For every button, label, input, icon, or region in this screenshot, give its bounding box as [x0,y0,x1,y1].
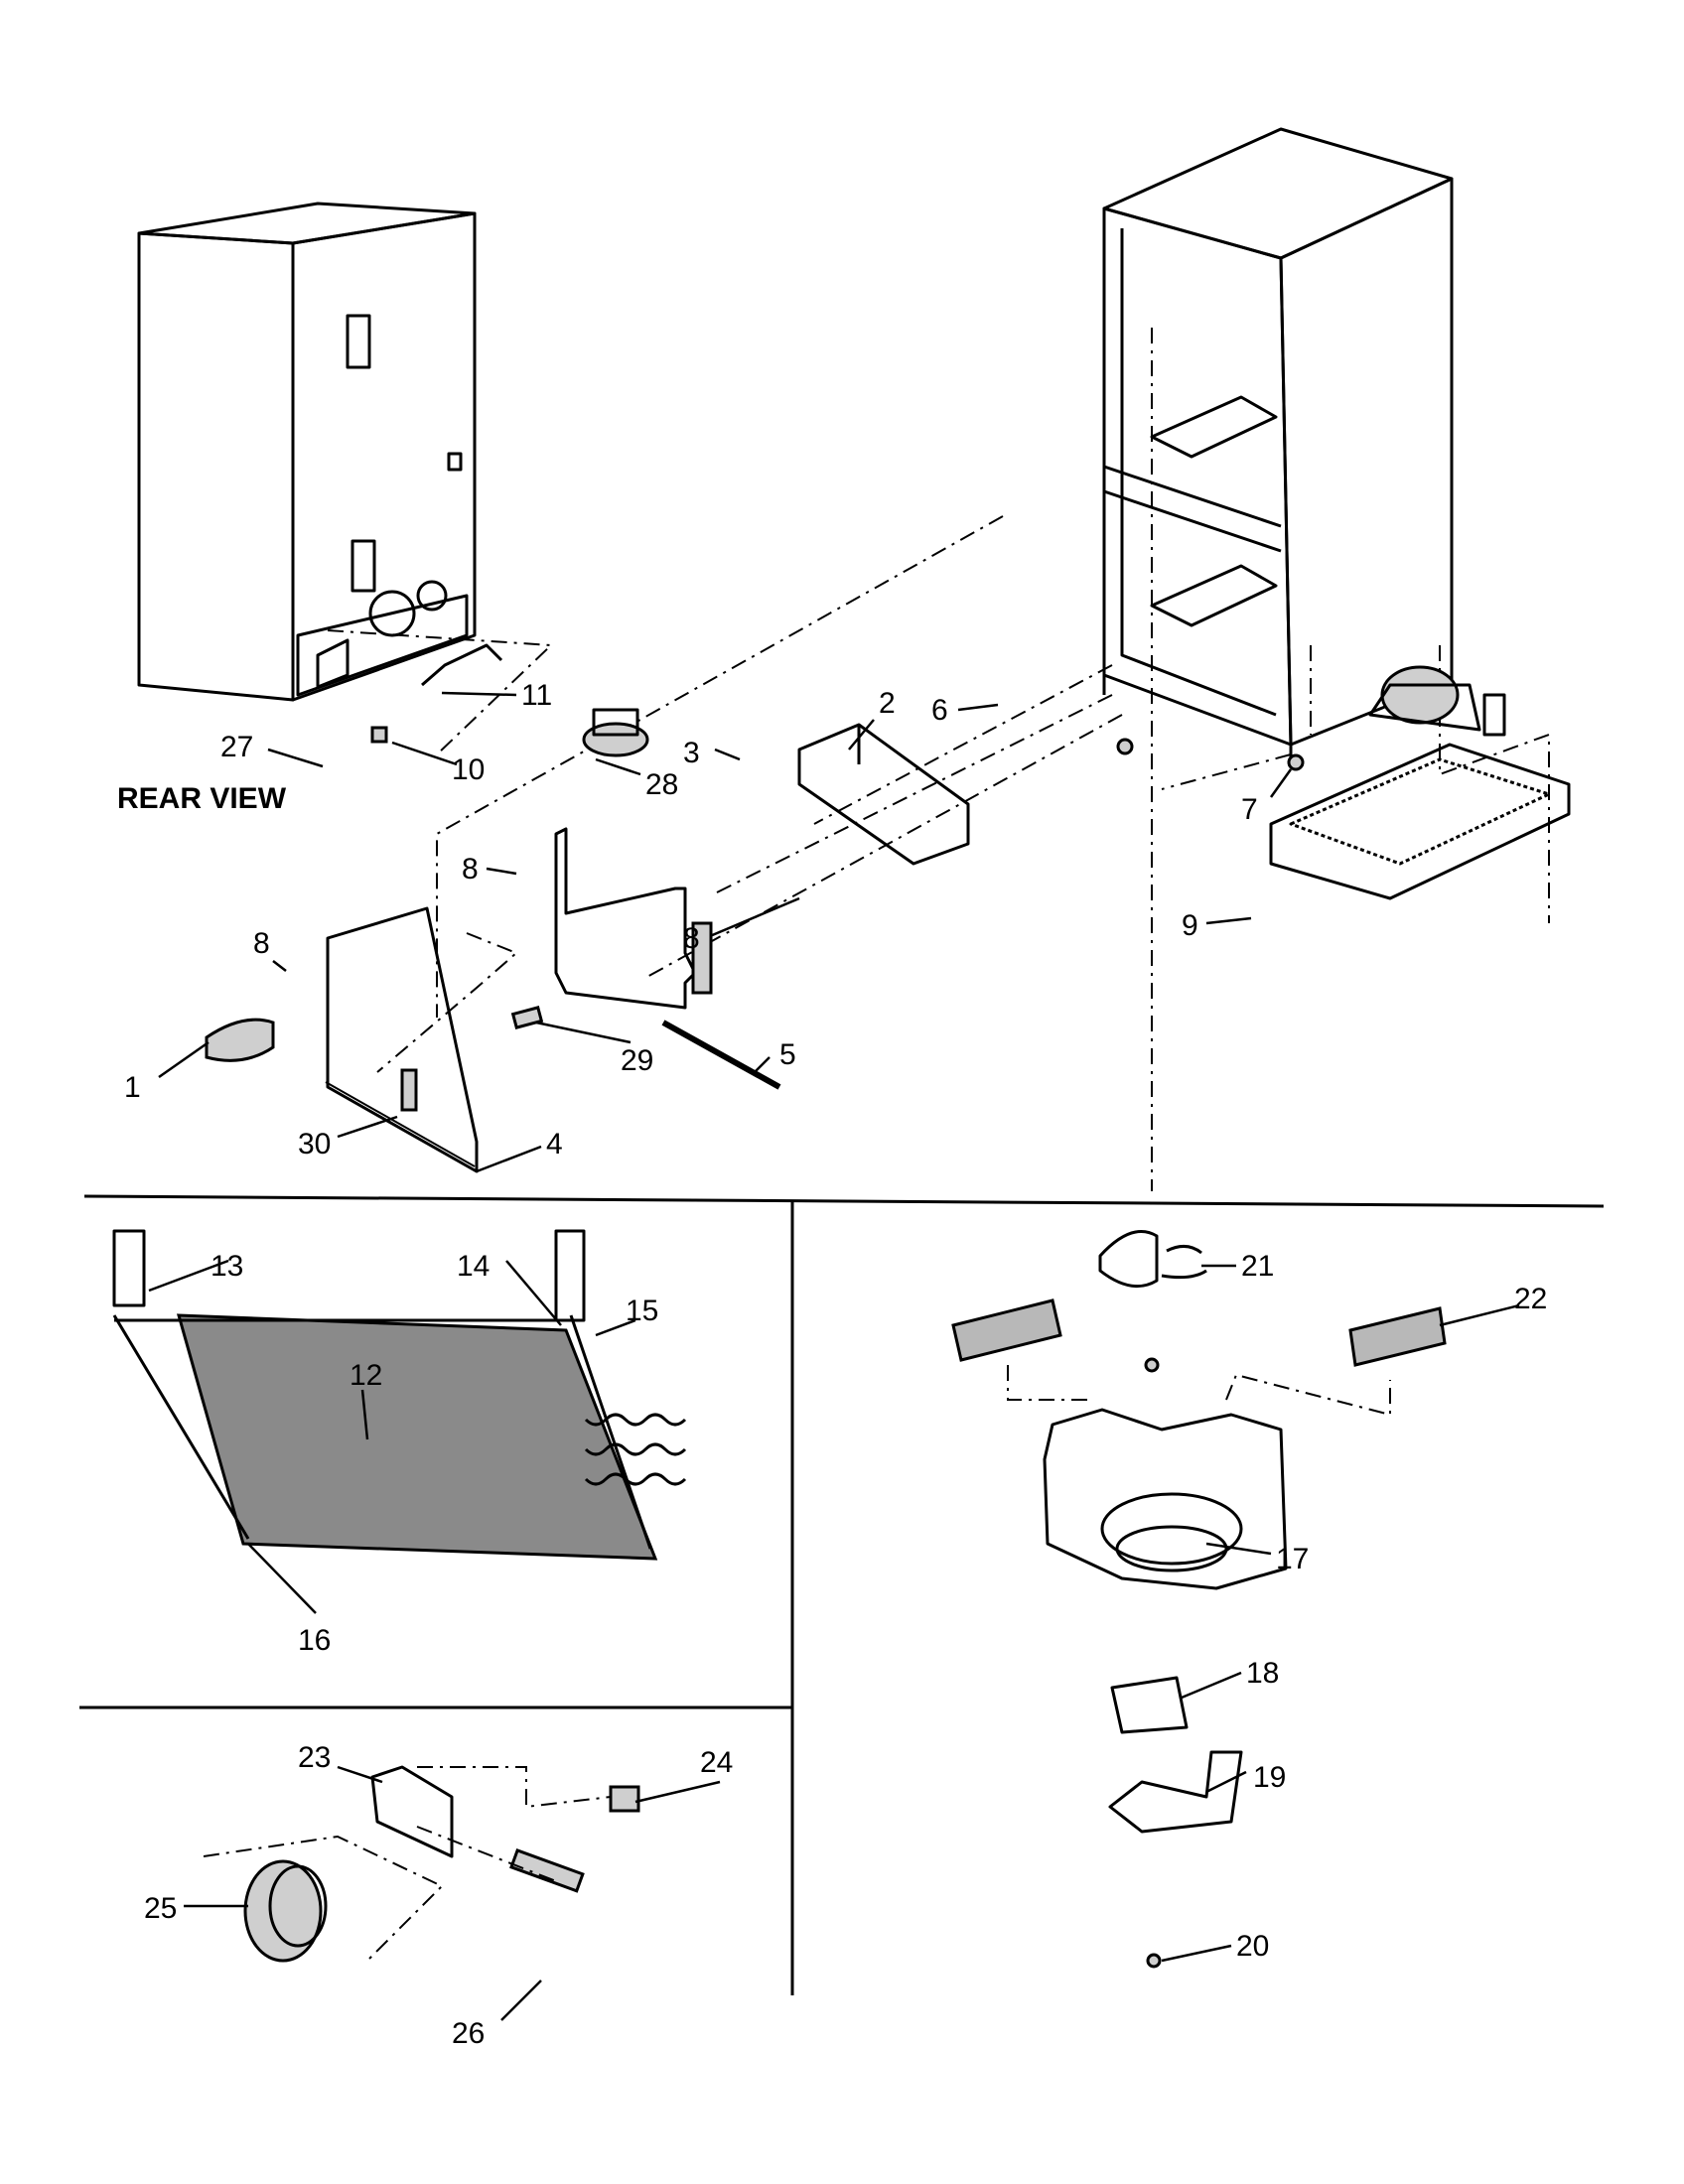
callout-numbers: 1 2 3 4 5 6 7 8 8 8 9 10 11 12 13 14 15 … [124,679,1547,2050]
section-dividers [79,1194,1605,1995]
callout-7: 7 [1241,793,1258,826]
callout-6: 6 [931,694,948,727]
callout-8c: 8 [253,927,270,960]
callout-17: 17 [1276,1543,1309,1575]
callout-2: 2 [879,687,896,720]
callout-9: 9 [1182,909,1198,942]
callout-10: 10 [452,753,485,786]
callout-8b: 8 [683,922,700,955]
caster-part-7 [1287,753,1305,771]
callout-5: 5 [779,1038,796,1071]
callout-29: 29 [621,1044,653,1077]
callout-30: 30 [298,1128,331,1160]
cover-part-2 [797,723,970,866]
part-30 [400,1068,418,1112]
callout-4: 4 [546,1128,563,1160]
callout-26: 26 [452,2017,485,2050]
condenser-coil [112,1229,687,1561]
cabinet-front [1102,127,1454,759]
view-label: REAR VIEW [117,782,287,815]
callout-20: 20 [1236,1930,1269,1963]
cabinet-rear-view [137,202,477,702]
grille-part-1 [205,1018,275,1062]
assembly-lines [327,328,1550,1191]
bracket-part-8-upper [554,827,713,1010]
compressor-base [1269,665,1571,900]
callout-11: 11 [521,679,552,712]
callout-14: 14 [457,1250,490,1283]
callout-22: 22 [1514,1283,1547,1315]
leader-lines [148,691,1520,2021]
callout-3: 3 [683,737,700,769]
callout-21: 21 [1241,1250,1274,1283]
callout-1: 1 [124,1071,141,1104]
callout-24: 24 [700,1746,733,1779]
callout-28: 28 [645,768,678,801]
callout-19: 19 [1253,1761,1286,1794]
callout-27: 27 [220,731,253,763]
callout-25: 25 [144,1892,177,1925]
bracket-part-4 [325,906,479,1173]
callout-12: 12 [350,1359,382,1392]
rod-part-5 [661,1020,781,1090]
callout-16: 16 [298,1624,331,1657]
tube-part-11 [421,643,503,687]
fan-part-28 [582,708,649,757]
callout-8a: 8 [462,853,479,886]
clip-part-10 [370,726,388,744]
callout-15: 15 [626,1295,658,1327]
caster-assembly [203,1765,640,1963]
callout-18: 18 [1246,1657,1279,1690]
fan-housing-assembly [951,1230,1447,1969]
caster-front [1116,738,1134,755]
callout-13: 13 [210,1250,243,1283]
part-29 [510,1006,544,1029]
callout-23: 23 [298,1741,331,1774]
